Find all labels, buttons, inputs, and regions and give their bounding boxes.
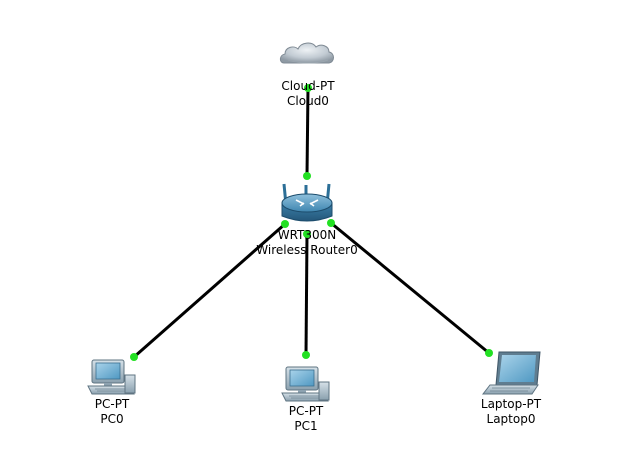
link-up-indicator [303,230,311,238]
link-router0-pc1[interactable] [304,233,309,356]
link-router0-pc0[interactable] [133,222,286,359]
desktop-pc-icon[interactable] [87,359,136,395]
link-up-indicator [485,349,493,357]
cloud-icon[interactable] [279,42,334,64]
device-label-pc1: PC-PT PC1 [289,404,324,434]
device-model: Laptop-PT [480,397,542,411]
link-router0-laptop0[interactable] [330,221,490,355]
link-up-indicator [281,220,289,228]
link-up-indicator [304,84,312,92]
device-model: Cloud-PT [281,79,335,93]
desktop-pc-icon[interactable] [281,366,330,402]
link-up-indicator [302,351,310,359]
link-up-indicator [303,172,311,180]
device-label-pc0: PC-PT PC0 [95,397,130,427]
device-label-laptop0: Laptop-PT Laptop0 [481,397,541,427]
device-name: PC1 [294,419,318,433]
link-up-indicator [130,353,138,361]
link-cloud0-router0[interactable] [305,87,310,177]
device-name: PC0 [100,412,124,426]
device-label-cloud0: Cloud-PT Cloud0 [281,79,334,109]
device-name: Cloud0 [287,94,329,108]
device-label-router0: WRT300N Wireless Router0 [256,228,357,258]
wireless-router-icon[interactable] [281,183,333,222]
link-up-indicator [327,219,335,227]
device-name: Wireless Router0 [256,243,358,257]
device-model: PC-PT [288,404,324,418]
laptop-icon[interactable] [481,351,541,395]
device-model: PC-PT [94,397,130,411]
device-name: Laptop0 [486,412,536,426]
device-model: WRT300N [277,228,337,242]
